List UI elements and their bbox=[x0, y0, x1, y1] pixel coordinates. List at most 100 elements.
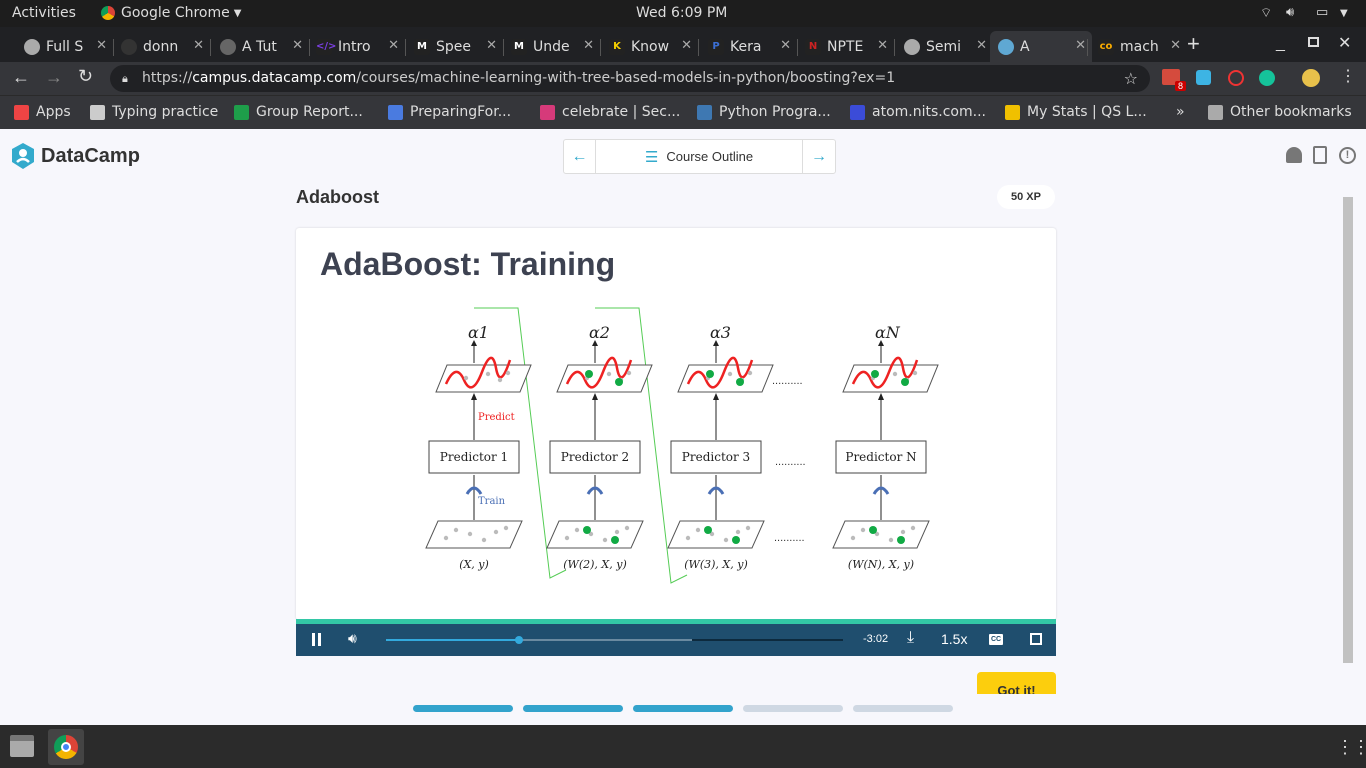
bookmark-label: PreparingFor... bbox=[410, 104, 512, 120]
got-it-button[interactable]: Got it! bbox=[977, 672, 1056, 694]
progress-dot-0[interactable] bbox=[413, 705, 513, 712]
info-icon[interactable]: ! bbox=[1339, 147, 1356, 164]
tab-close-icon[interactable]: ✕ bbox=[1170, 38, 1181, 53]
progress-dot-2[interactable] bbox=[633, 705, 733, 712]
data-point bbox=[874, 531, 880, 537]
tab-close-icon[interactable]: ✕ bbox=[388, 38, 399, 53]
restore-button[interactable] bbox=[1308, 37, 1319, 47]
system-menu-icon[interactable]: ▼ bbox=[1340, 8, 1348, 19]
weighted-point bbox=[732, 536, 740, 544]
close-window-button[interactable]: ✕ bbox=[1338, 35, 1352, 52]
star-icon[interactable]: ☆ bbox=[1123, 69, 1138, 88]
volume-icon[interactable]: 🔊︎ bbox=[1286, 5, 1295, 20]
tab-0[interactable]: Full S✕ bbox=[16, 31, 113, 62]
tab-2[interactable]: A Tut✕ bbox=[212, 31, 309, 62]
grammarly-icon[interactable] bbox=[1259, 70, 1275, 86]
decision-curve bbox=[565, 356, 633, 389]
tab-close-icon[interactable]: ✕ bbox=[96, 38, 107, 53]
reload-button[interactable]: ↻ bbox=[78, 66, 94, 86]
progress-dot-1[interactable] bbox=[523, 705, 623, 712]
bookmark-4[interactable]: celebrate | Sec... bbox=[540, 104, 680, 120]
seek-bar[interactable] bbox=[386, 636, 843, 644]
datacamp-logo[interactable]: DataCamp bbox=[10, 142, 140, 170]
dataset-label: (X, y) bbox=[459, 558, 489, 571]
predictor-label: Predictor 1 bbox=[440, 450, 508, 464]
tab-close-icon[interactable]: ✕ bbox=[486, 38, 497, 53]
tab-close-icon[interactable]: ✕ bbox=[193, 38, 204, 53]
toolbar: ← → ↻ 🔒︎ https://campus.datacamp.com/cou… bbox=[0, 62, 1366, 95]
tab-9[interactable]: Semi✕ bbox=[896, 31, 993, 62]
captions-button[interactable]: CC bbox=[989, 634, 1003, 645]
app-menu[interactable]: Google Chrome ▼ bbox=[101, 5, 241, 21]
notification-bell-icon[interactable] bbox=[1286, 147, 1302, 163]
battery-icon[interactable]: ▭ bbox=[1316, 5, 1329, 20]
tab-close-icon[interactable]: ✕ bbox=[681, 38, 692, 53]
new-tab-button[interactable]: + bbox=[1187, 31, 1200, 56]
pause-icon[interactable] bbox=[312, 633, 315, 646]
tab-close-icon[interactable]: ✕ bbox=[976, 38, 987, 53]
seek-handle[interactable] bbox=[514, 636, 523, 644]
bookmark-6[interactable]: atom.nits.com... bbox=[850, 104, 986, 120]
tab-10[interactable]: A✕ bbox=[990, 31, 1092, 62]
address-bar[interactable]: 🔒︎ https://campus.datacamp.com/courses/m… bbox=[110, 65, 1150, 92]
playback-speed-button[interactable]: 1.5x bbox=[941, 631, 968, 647]
chrome-menu-icon[interactable]: ⋮ bbox=[1340, 68, 1356, 85]
tab-title: Kera bbox=[730, 38, 762, 55]
tab-close-icon[interactable]: ✕ bbox=[877, 38, 888, 53]
back-button[interactable]: ← bbox=[12, 67, 30, 87]
tab-3[interactable]: </>Intro✕ bbox=[308, 31, 405, 62]
tab-close-icon[interactable]: ✕ bbox=[1075, 38, 1086, 53]
file-manager-icon[interactable] bbox=[10, 735, 34, 757]
prev-exercise-button[interactable]: ← bbox=[564, 140, 596, 173]
caret-down-icon: ▼ bbox=[233, 7, 242, 19]
volume-button[interactable]: 🔊︎ bbox=[348, 630, 357, 646]
show-apps-icon[interactable]: ⋮⋮⋮ bbox=[1336, 737, 1366, 757]
scrollbar-thumb[interactable] bbox=[1343, 197, 1353, 663]
pdf-slides-icon[interactable] bbox=[1313, 146, 1327, 164]
dataset-label: (W(N), X, y) bbox=[848, 558, 914, 571]
folder-icon bbox=[1208, 104, 1223, 120]
bookmark-3[interactable]: PreparingFor... bbox=[388, 104, 511, 120]
bookmark-2[interactable]: Group Report... bbox=[234, 104, 363, 120]
tab-title: Spee bbox=[436, 38, 471, 55]
weighted-point bbox=[901, 378, 909, 386]
tab-separator bbox=[1087, 39, 1088, 56]
download-icon[interactable]: ⤓ bbox=[907, 629, 915, 646]
profile-avatar[interactable] bbox=[1302, 69, 1320, 87]
bookmark-0[interactable]: Apps bbox=[14, 104, 71, 120]
gmail-extension-icon[interactable]: 8 bbox=[1162, 69, 1186, 91]
fullscreen-icon[interactable] bbox=[1030, 633, 1042, 645]
bookmark-9[interactable]: Other bookmarks bbox=[1208, 104, 1352, 120]
bookmark-1[interactable]: Typing practice bbox=[90, 104, 218, 120]
data-point bbox=[505, 370, 511, 376]
minimize-button[interactable]: _ bbox=[1276, 35, 1285, 52]
pen-extension-icon[interactable] bbox=[1196, 70, 1211, 85]
activities-button[interactable]: Activities bbox=[12, 5, 76, 21]
bookmark-8[interactable]: » bbox=[1176, 104, 1185, 120]
tab-1[interactable]: donn✕ bbox=[113, 31, 210, 62]
progress-dot-4[interactable] bbox=[853, 705, 953, 712]
tab-close-icon[interactable]: ✕ bbox=[780, 38, 791, 53]
bookmark-7[interactable]: My Stats | QS L... bbox=[1005, 104, 1147, 120]
chrome-taskbar-button[interactable] bbox=[48, 729, 84, 765]
k-icon: K bbox=[609, 38, 625, 55]
bookmark-5[interactable]: Python Progra... bbox=[697, 104, 831, 120]
page-scrollbar[interactable] bbox=[1342, 187, 1353, 687]
tab-close-icon[interactable]: ✕ bbox=[292, 38, 303, 53]
progress-dot-3[interactable] bbox=[743, 705, 843, 712]
forward-button[interactable]: → bbox=[45, 67, 63, 87]
chrome-icon bbox=[101, 6, 115, 20]
tab-close-icon[interactable]: ✕ bbox=[583, 38, 594, 53]
next-exercise-button[interactable]: → bbox=[803, 140, 835, 173]
block-extension-icon[interactable] bbox=[1228, 70, 1244, 86]
clock[interactable]: Wed 6:09 PM bbox=[636, 5, 728, 21]
wifi-icon[interactable]: ⌔ bbox=[1260, 6, 1273, 21]
course-outline-button[interactable]: ☰ Course Outline bbox=[596, 140, 803, 173]
